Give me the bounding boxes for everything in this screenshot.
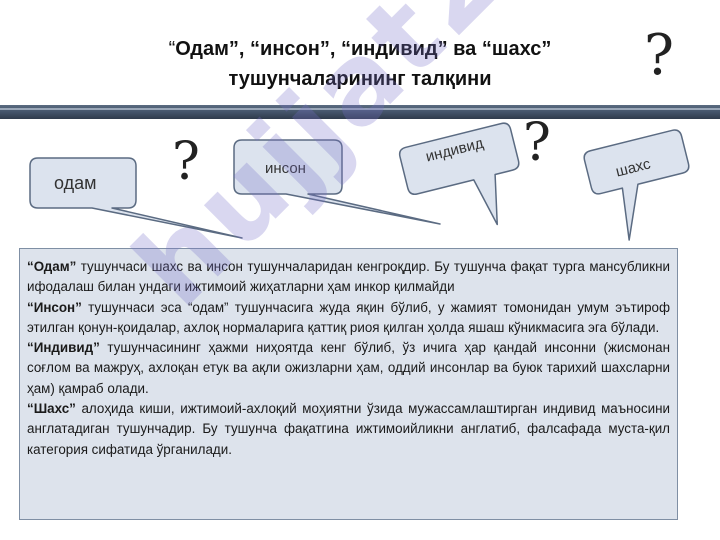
term-shakhs: “Шахс” [27,401,76,417]
question-mark-icon: ? [523,113,551,173]
title-line-2: тушунчаларининг талқини [228,68,492,90]
definition-individ: “Индивид” тушунчасининг ҳажми ниҳоятда к… [27,338,670,399]
bubble-shakhs [583,129,690,241]
bubble-individ [398,122,520,226]
bubble-odam-label: одам [54,173,97,193]
definition-individ-text: тушунчасининг ҳажми ниҳоятда кенг бўлиб,… [27,340,670,396]
question-mark-icon: ? [644,23,675,88]
term-individ: “Индивид” [27,340,100,356]
term-inson: “Инсон” [27,299,82,315]
slide-title: “Одам”, “инсон”, “индивид” ва “шахс” туш… [100,34,620,94]
definition-shakhs: “Шахс” алоҳида киши, ижтимоий-ахлоқий мо… [27,399,670,460]
definition-odam-text: тушунчаси шахс ва инсон тушунчаларидан к… [27,259,670,295]
definition-inson: “Инсон” тушунчаси эса “одам” тушунчасига… [27,298,670,339]
definition-inson-text: тушунчаси эса “одам” тушунчасига жуда яқ… [27,299,670,335]
title-open-quote: “ [168,38,176,60]
bubble-inson [233,139,441,225]
definition-odam: “Одам” тушунчаси шахс ва инсон тушунчала… [27,257,670,298]
title-line-1-text: Одам”, “инсон”, “индивид” ва “шахс” [175,38,552,60]
term-odam: “Одам” [27,259,77,274]
definitions-box: “Одам” тушунчаси шахс ва инсон тушунчала… [19,248,678,520]
header-divider-bar [0,105,720,119]
bubble-inson-label: инсон [265,160,306,177]
title-line-1: “Одам”, “инсон”, “индивид” ва “шахс” [100,34,620,64]
question-mark-icon: ? [172,132,200,192]
bubble-odam [29,157,243,239]
definition-shakhs-text: алоҳида киши, ижтимоий-ахлоқий моҳиятни … [27,401,670,457]
